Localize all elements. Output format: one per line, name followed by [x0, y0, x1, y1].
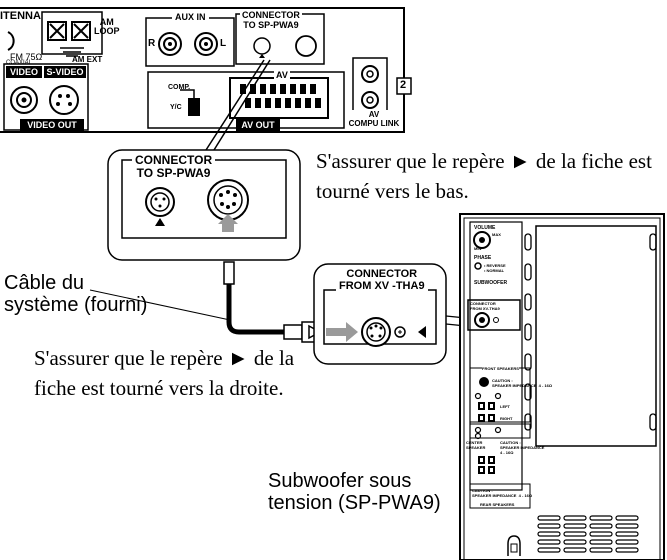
compu-link-jack-1-icon — [361, 65, 379, 83]
note-top-right: S'assurer que le repère ► de la fiche es… — [316, 149, 652, 203]
coaxial-label: COAXIAL — [6, 60, 33, 66]
aux-in-label: AUX IN — [172, 12, 209, 22]
sub-max-label: MAX — [492, 232, 501, 237]
note-middle-left: S'assurer que le repère ► de la fiche es… — [34, 346, 295, 400]
connector-to-label: CONNECTOR TO SP-PWA9 — [240, 10, 302, 30]
cable-caption: Câble du système (fourni) — [4, 272, 148, 316]
aux-l-label: L — [220, 38, 227, 49]
comp-label: COMP. — [168, 84, 191, 91]
sub-subwoofer-label: SUBWOOFER — [474, 280, 508, 286]
sub-center-speaker-label: CENTER SPEAKER — [466, 440, 486, 450]
sub-left-label: LEFT — [500, 404, 510, 409]
subwoofer-vents — [537, 515, 639, 553]
av-out-label: AV OUT — [236, 119, 280, 131]
sub-right-label: RIGHT — [500, 416, 513, 421]
zoom-connector-from-label: CONNECTOR FROM XV -THA9 — [336, 268, 428, 292]
cable-leader-line — [89, 289, 231, 321]
am-ext-label: AM EXT — [72, 55, 103, 64]
fm-label: FM 75Ω — [10, 52, 43, 62]
system-cable — [226, 284, 284, 335]
sub-volume-label: VOLUME — [474, 225, 496, 231]
receiver-panel-outline — [0, 7, 405, 133]
sub-rear-speakers-label: REAR SPEAKERS — [480, 502, 515, 507]
comp-yc-switch-icon — [188, 98, 200, 116]
insert-right-arrow-icon — [330, 322, 358, 342]
sub-caution-rear-label: CAUTION : SPEAKER IMPEDANCE 4 - 16Ω — [472, 488, 533, 498]
am-loop-label: AM LOOP — [94, 17, 120, 36]
cable-plug-right-icon — [283, 324, 303, 340]
sub-connector-box — [467, 299, 521, 331]
insert-up-arrow-icon — [218, 214, 238, 232]
video-label: VIDEO — [6, 66, 42, 78]
zoom-connector-to-label: CONNECTOR TO SP-PWA9 — [132, 154, 216, 180]
zoom-small-din-icon — [145, 187, 175, 217]
svideo-label: S-VIDEO — [44, 66, 86, 78]
sub-caution-center-label: CAUTION : SPEAKER IMPEDANCE 4 - 16Ω — [500, 440, 545, 455]
subwoofer-panel — [459, 213, 665, 560]
antenna-jack-icon — [7, 31, 15, 51]
front-speaker-jack-icon — [479, 377, 489, 387]
am-terminal-box — [41, 11, 103, 55]
subwoofer-caption: Subwoofer sous tension (SP-PWA9) — [268, 470, 441, 514]
av-compu-link-label: AV COMPU LINK — [346, 110, 402, 128]
cable-plug-top-icon — [223, 261, 235, 285]
sub-phase-label: PHASE — [474, 255, 492, 261]
compu-link-jack-2-icon — [361, 91, 379, 109]
av-label: AV — [274, 70, 290, 80]
badge-box — [396, 77, 412, 95]
phase-switch-icon — [474, 262, 482, 270]
ground-icon — [60, 47, 84, 57]
large-din-jack-icon — [295, 35, 317, 57]
badge-number: 2 — [400, 79, 407, 91]
antenna-label: ITENNA — [0, 10, 41, 22]
yc-label: Y/C — [170, 104, 182, 111]
video-out-label: VIDEO OUT — [20, 119, 84, 131]
sub-min-label: MIN — [474, 246, 482, 251]
sub-connector-label: CONNECTOR FROM XV-THA9 — [470, 301, 500, 311]
subwoofer-heatsink-area — [535, 225, 657, 447]
sub-caution-front-label: CAUTION : SPEAKER IMPEDANCE 4 - 16Ω — [492, 378, 553, 388]
aux-r-label: R — [148, 38, 156, 49]
zoom-from-din-icon — [361, 317, 391, 347]
sub-reverse-label: • REVERSE — [484, 263, 506, 268]
small-din-jack-icon — [253, 37, 271, 55]
sub-front-speakers-label: FRONT SPEAKERS — [482, 366, 519, 371]
sub-normal-label: • NORMAL — [484, 268, 505, 273]
power-cord-inlet-icon — [507, 535, 521, 556]
svideo-jack-icon — [49, 85, 79, 115]
